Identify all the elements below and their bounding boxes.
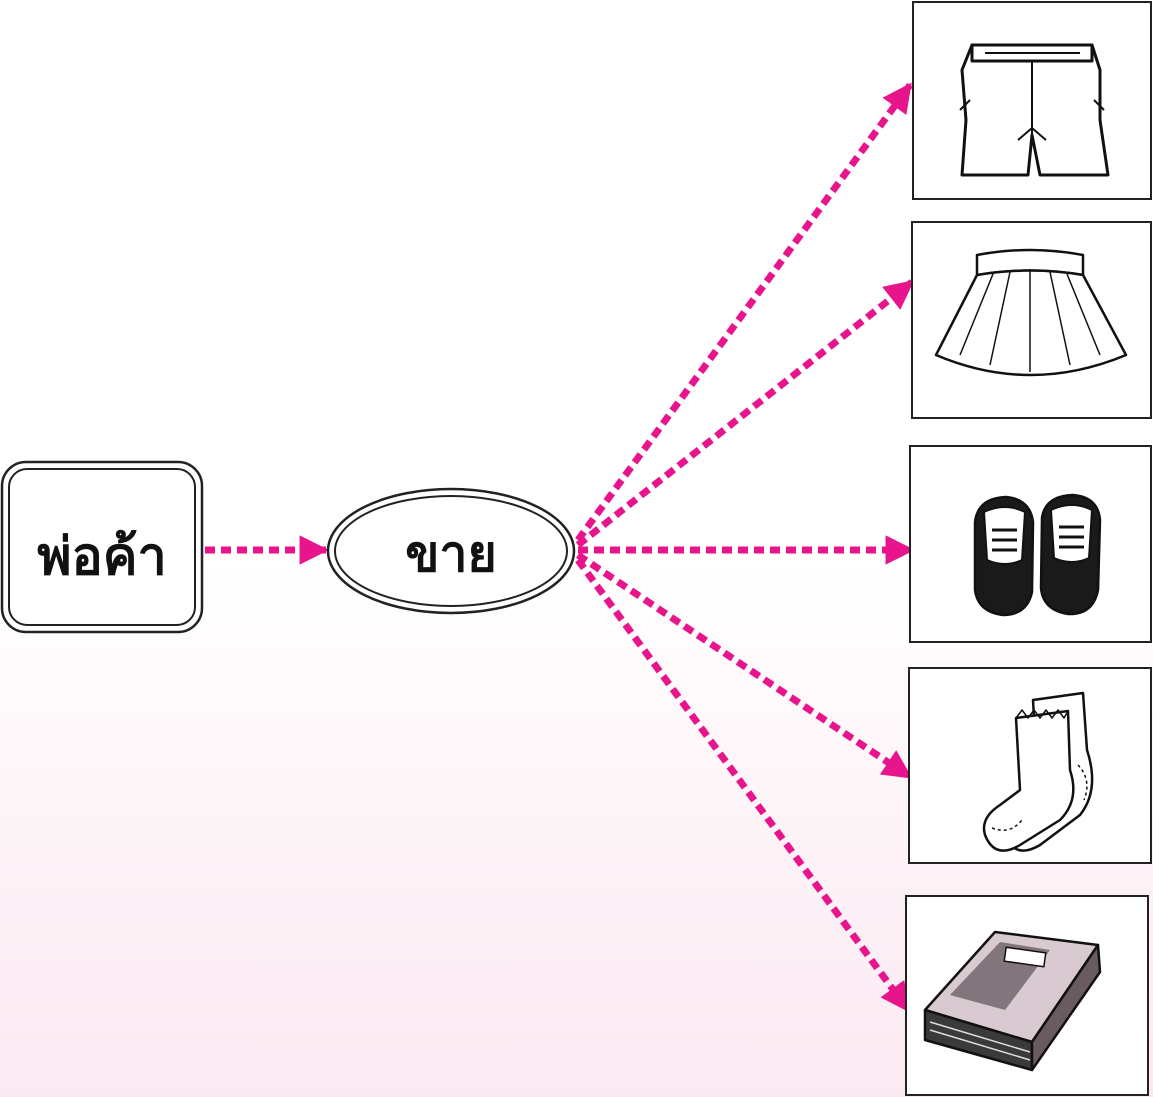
item-box-shoes <box>910 446 1151 642</box>
item-box-socks <box>909 668 1151 863</box>
item-arrows <box>578 85 912 1010</box>
arrow-to-shorts <box>578 85 910 540</box>
merchant-node: พ่อค้า <box>2 462 202 632</box>
sell-node: ขาย <box>328 489 574 613</box>
arrow-to-book <box>578 560 908 1010</box>
item-box-skirt <box>912 222 1151 418</box>
item-box-shorts <box>913 2 1151 199</box>
arrow-to-socks <box>578 555 910 777</box>
merchant-label: พ่อค้า <box>37 526 167 587</box>
arrow-to-skirt <box>578 282 912 545</box>
sell-label: ขาย <box>405 524 497 583</box>
item-box-book <box>906 896 1148 1095</box>
